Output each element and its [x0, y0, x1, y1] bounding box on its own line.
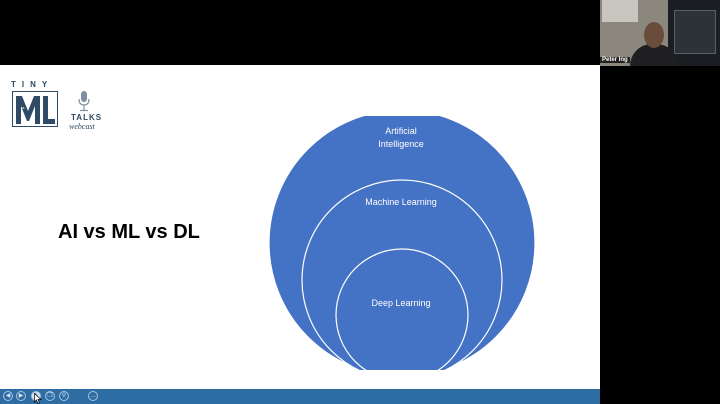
circle-deep-learning — [335, 248, 469, 370]
microphone-icon — [78, 91, 90, 112]
participant-head — [644, 22, 664, 48]
tinyml-logo-icon: ML — [12, 91, 58, 127]
participant-webcam-video[interactable]: Peter Ing — [600, 0, 720, 66]
slide-title: AI vs ML vs DL — [58, 221, 200, 243]
label-artificial-line2: Intelligence — [378, 139, 424, 149]
mouse-cursor-icon — [34, 393, 42, 404]
slideshow-control-bar: ◀ ▶ ✎ ❐ ⚲ … — [0, 389, 600, 404]
copy-icon[interactable]: ❐ — [45, 391, 55, 401]
logo-ml-text: ML — [21, 106, 25, 110]
nested-venn-diagram: Artificial Intelligence Machine Learning… — [268, 116, 536, 370]
participant-body — [630, 44, 678, 66]
label-deep-learning: Deep Learning — [371, 298, 430, 308]
more-icon[interactable]: … — [88, 391, 98, 401]
zoom-icon[interactable]: ⚲ — [59, 391, 69, 401]
label-artificial-line1: Artificial — [385, 126, 417, 136]
previous-icon[interactable]: ◀ — [3, 391, 13, 401]
logo-tiny-text: TINY — [11, 80, 54, 89]
webcam-background-shelf — [602, 0, 638, 22]
next-icon[interactable]: ▶ — [16, 391, 26, 401]
label-machine-learning: Machine Learning — [365, 197, 437, 207]
webcam-background-screen — [674, 10, 716, 54]
participant-name-label: Peter Ing — [600, 57, 630, 63]
logo-talks-text: TALKS — [71, 113, 103, 122]
logo-webcast-text: webcast — [69, 122, 95, 131]
presentation-slide: TINY ML TALKS webcast AI vs ML vs DL Art… — [0, 65, 600, 389]
